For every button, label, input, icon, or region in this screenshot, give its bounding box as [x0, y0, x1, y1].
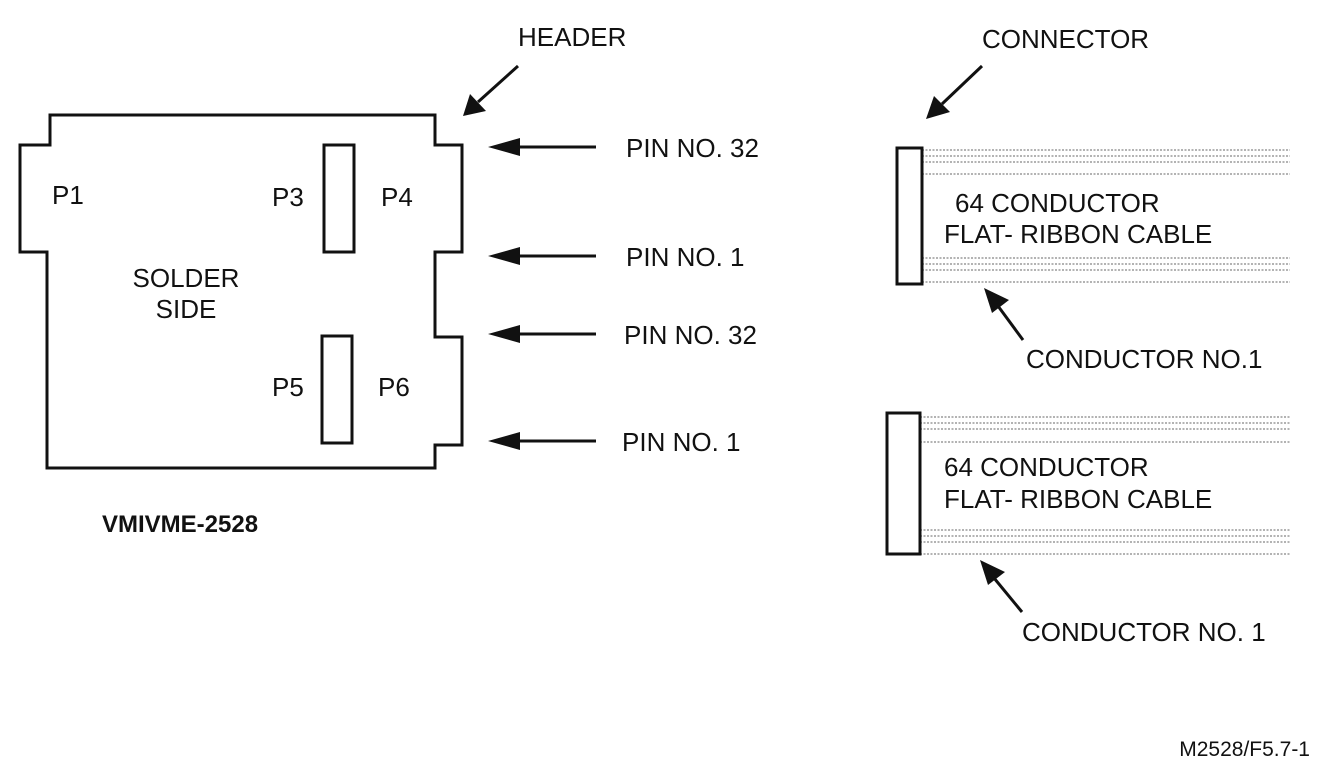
- header-label: HEADER: [518, 22, 626, 52]
- label-p3: P3: [272, 182, 304, 212]
- pin-arrow-top-32: [488, 138, 596, 156]
- bottom-conductor-arrow-head: [980, 560, 1005, 585]
- solder-side-line2: SIDE: [156, 294, 217, 324]
- pin-top-1-label: PIN NO. 1: [626, 242, 744, 272]
- board-outline: [18, 113, 464, 470]
- header-arrow-shaft: [476, 64, 520, 104]
- figure-id: M2528/F5.7-1: [1179, 738, 1310, 761]
- header-p3-p4: [322, 143, 356, 254]
- bottom-conductor-label: CONDUCTOR NO. 1: [1022, 617, 1266, 647]
- bottom-conductor-arrow-shaft: [992, 577, 1024, 613]
- pin-top-32-label: PIN NO. 32: [626, 133, 759, 163]
- connector-label: CONNECTOR: [982, 24, 1149, 54]
- top-ribbon-wires: [922, 149, 1290, 283]
- label-p5: P5: [272, 372, 304, 402]
- label-p1: P1: [52, 180, 84, 210]
- top-cable-line2: FLAT- RIBBON CABLE: [944, 219, 1212, 249]
- connector-arrow-head: [926, 96, 950, 119]
- top-connector: [895, 146, 924, 286]
- bottom-cable-line2: FLAT- RIBBON CABLE: [944, 484, 1212, 514]
- pin-arrow-bottom-1: [488, 432, 596, 450]
- top-cable-line1: 64 CONDUCTOR: [955, 188, 1160, 218]
- bottom-connector: [885, 411, 922, 556]
- bottom-cable-line1: 64 CONDUCTOR: [944, 452, 1149, 482]
- pin-arrow-top-1: [488, 247, 596, 265]
- solder-side-line1: SOLDER: [133, 263, 240, 293]
- board-name: VMIVME-2528: [102, 511, 258, 538]
- top-conductor-label: CONDUCTOR NO.1: [1026, 344, 1262, 374]
- pin-arrow-bottom-32: [488, 325, 596, 343]
- pin-bottom-32-label: PIN NO. 32: [624, 320, 757, 350]
- header-p5-p6: [320, 334, 354, 445]
- top-conductor-arrow-head: [984, 288, 1009, 313]
- label-p4: P4: [381, 182, 413, 212]
- top-conductor-arrow-shaft: [996, 305, 1025, 341]
- connector-arrow-shaft: [940, 64, 984, 106]
- pin-bottom-1-label: PIN NO. 1: [622, 427, 740, 457]
- bottom-ribbon-wires: [920, 416, 1290, 555]
- header-arrow-head: [463, 94, 486, 116]
- label-p6: P6: [378, 372, 410, 402]
